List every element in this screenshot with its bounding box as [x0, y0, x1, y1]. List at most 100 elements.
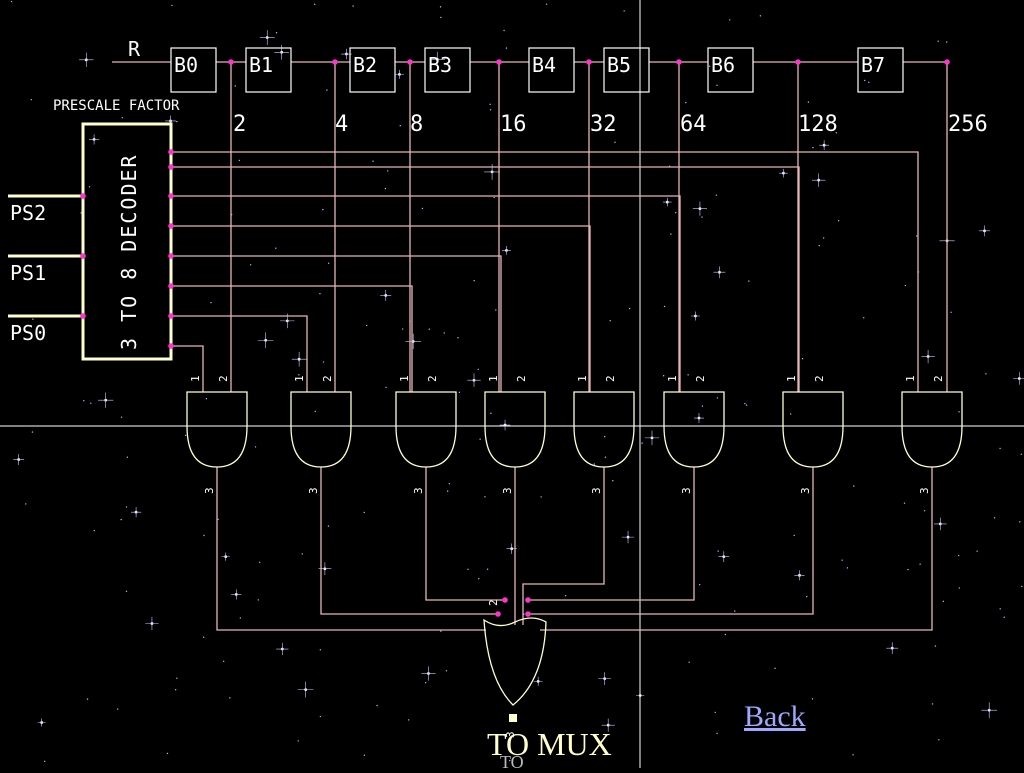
and-gate	[663, 391, 725, 468]
and-pin-3-label: 3	[590, 487, 603, 494]
input-label-ps1: PS1	[10, 261, 46, 285]
junction-dot	[944, 59, 950, 65]
or-pin-2-label: 2	[487, 599, 500, 606]
decoder-output-wire	[171, 315, 308, 392]
prescale-factor-label: 256	[948, 112, 988, 137]
junction-dot	[495, 611, 501, 617]
counter-bit-label: B7	[861, 53, 885, 77]
prescale-factor-heading: PRESCALE FACTOR	[53, 98, 180, 114]
and-pin-2-label: 2	[694, 375, 707, 382]
prescale-factor-label: 16	[500, 112, 527, 137]
junction-dot	[168, 313, 174, 319]
junction-dot	[168, 343, 174, 349]
and-gate	[395, 391, 457, 468]
counter-bit-label: B2	[353, 53, 377, 77]
counter-bit-box	[857, 47, 904, 93]
prescale-factor-label: 32	[590, 112, 617, 137]
prescale-factor-label: 4	[335, 112, 348, 137]
counter-bit-label: B1	[249, 53, 273, 77]
or-gate	[483, 617, 547, 706]
prescale-factor-label: 128	[798, 112, 838, 137]
and-pin-3-label: 3	[501, 487, 514, 494]
junction-dot	[586, 59, 592, 65]
reset-label: R	[128, 37, 141, 61]
decoder-output-wire	[171, 285, 413, 392]
junction-dot	[80, 193, 86, 199]
junction-dot	[332, 59, 338, 65]
counter-bit-label: B4	[532, 53, 556, 77]
and-pin-2-label: 2	[813, 375, 826, 382]
junction-dot	[525, 611, 531, 617]
and-pin-2-label: 2	[426, 375, 439, 382]
and-gate	[782, 391, 844, 468]
to-mux-label: TO MUX	[487, 726, 612, 762]
back-link[interactable]: Back	[744, 700, 806, 733]
decoder-output-wire	[171, 195, 681, 392]
counter-bit-box	[603, 47, 650, 93]
and-pin-2-label: 2	[217, 375, 230, 382]
counter-bit-box	[245, 47, 292, 93]
to-mux-ghost-label: TO	[500, 752, 524, 772]
junction-dot	[168, 223, 174, 229]
counter-bit-label: B6	[711, 53, 735, 77]
or-input-wire	[528, 467, 814, 615]
prescale-factor-label: 2	[233, 112, 246, 137]
counter-bit-label: B0	[174, 53, 198, 77]
counter-bit-box	[349, 47, 396, 93]
junction-dot	[168, 164, 174, 170]
input-label-ps0: PS0	[10, 321, 46, 345]
and-gate	[186, 391, 248, 468]
or-input-wire	[425, 467, 505, 601]
and-pin-2-label: 2	[515, 375, 528, 382]
and-pin-1-label: 1	[293, 375, 306, 382]
counter-bit-box	[424, 47, 471, 93]
and-gate	[573, 391, 635, 468]
decoder-output-wire	[171, 255, 502, 392]
or-input-wire	[540, 467, 933, 631]
and-pin-3-label: 3	[203, 487, 216, 494]
and-pin-2-label: 2	[932, 375, 945, 382]
junction-dot	[407, 59, 413, 65]
and-pin-1-label: 1	[487, 375, 500, 382]
counter-bit-box	[528, 47, 575, 93]
and-pin-1-label: 1	[904, 375, 917, 382]
and-pin-3-label: 3	[918, 487, 931, 494]
and-pin-2-label: 2	[321, 375, 334, 382]
decoder-output-wire	[171, 345, 204, 392]
counter-bit-box	[707, 47, 754, 93]
decoder-block	[81, 122, 173, 361]
and-gate	[290, 391, 352, 468]
or-input-wire	[216, 467, 486, 631]
junction-dot	[80, 313, 86, 319]
decoder-output-wire	[171, 225, 591, 392]
wire-layer	[8, 61, 948, 631]
or-input-wire	[528, 467, 695, 601]
and-pin-1-label: 1	[189, 375, 202, 382]
decoder-output-wire	[171, 151, 919, 392]
prescale-factor-label: 8	[410, 112, 423, 137]
junction-dot	[525, 597, 531, 603]
junction-dot	[228, 59, 234, 65]
counter-bit-label: B3	[428, 53, 452, 77]
and-pin-1-label: 1	[576, 375, 589, 382]
counter-bit-box	[170, 47, 217, 93]
and-pin-3-label: 3	[307, 487, 320, 494]
and-gate	[484, 391, 546, 468]
decoder-label: 3 TO 8 DECODER	[117, 153, 141, 350]
and-pin-3-label: 3	[680, 487, 693, 494]
junction-dot	[80, 253, 86, 259]
input-label-ps2: PS2	[10, 201, 46, 225]
and-gate	[901, 391, 963, 468]
or-input-wire	[522, 467, 605, 625]
starfield-background	[10, 0, 1024, 763]
prescale-factor-label: 64	[680, 112, 707, 137]
or-input-wire	[320, 467, 498, 615]
and-pin-2-label: 2	[604, 375, 617, 382]
and-pin-1-label: 1	[398, 375, 411, 382]
or-output-pin	[509, 714, 517, 722]
junction-dot	[168, 149, 174, 155]
and-pin-1-label: 1	[666, 375, 679, 382]
junction-dot	[168, 283, 174, 289]
